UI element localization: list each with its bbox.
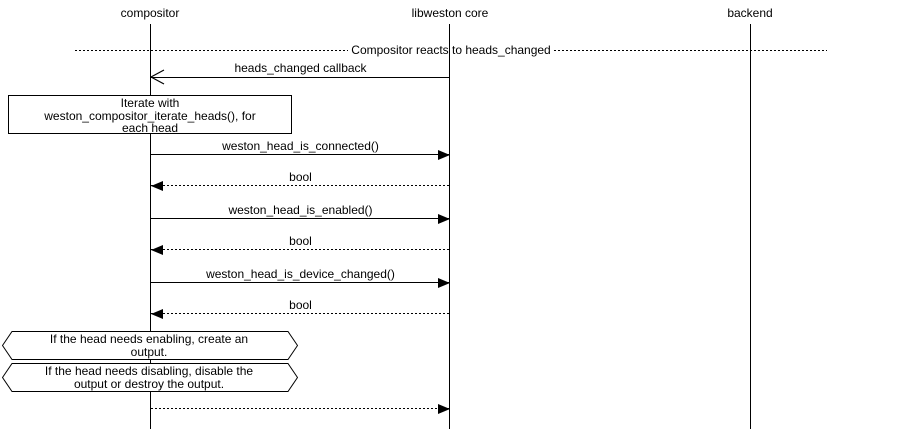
iterate-note-line: Iterate with [120, 96, 180, 110]
lifeline-libweston-core [449, 24, 450, 429]
iterate-note-line: weston_compositor_iterate_heads(), for [44, 108, 256, 123]
arrow-line [151, 218, 450, 219]
divider-compositor-reacts: Compositor reacts to heads_changed [75, 42, 828, 57]
message-label-bool: bool [289, 298, 312, 312]
lifeline-backend [750, 24, 751, 429]
message-label-head-is-connected: weston_head_is_connected() [222, 139, 379, 153]
message-label-head-is-device-changed: weston_head_is_device_changed() [206, 267, 395, 281]
enable-note: If the head needs enabling, create an ou… [8, 333, 290, 359]
disable-note-line: output or destroy the output. [73, 377, 225, 391]
message-label-bool: bool [289, 234, 312, 248]
divider-line-right [553, 49, 828, 51]
filled-arrowhead-right-icon [438, 214, 450, 224]
disable-note-line: If the head needs disabling, disable the [44, 364, 254, 378]
filled-arrowhead-left-icon [151, 309, 163, 319]
participant-label-compositor: compositor [120, 6, 180, 20]
arrow-line [151, 249, 450, 250]
filled-arrowhead-right-icon [438, 404, 450, 414]
disable-note: If the head needs disabling, disable the… [8, 365, 290, 391]
enable-note-shape [2, 331, 298, 360]
filled-arrowhead-right-icon [438, 278, 450, 288]
arrow-line [151, 154, 450, 155]
message-label-bool: bool [289, 170, 312, 184]
filled-arrowhead-left-icon [151, 245, 163, 255]
participant-label-backend: backend [727, 6, 773, 20]
arrow-line [151, 185, 450, 186]
arrow-line [151, 282, 450, 283]
arrow-line [151, 77, 450, 78]
divider-line-left [75, 49, 349, 51]
open-arrowhead-left-icon [150, 69, 165, 85]
arrow-line [151, 408, 450, 409]
participant-label-libweston-core: libweston core [411, 6, 489, 20]
iterate-note: Iterate with weston_compositor_iterate_h… [8, 95, 292, 134]
iterate-note-line: each head [121, 121, 179, 135]
message-label-heads-changed-callback: heads_changed callback [234, 61, 367, 75]
message-label-head-is-enabled: weston_head_is_enabled() [228, 203, 373, 217]
enable-note-line: output. [130, 345, 168, 359]
divider-label: Compositor reacts to heads_changed [351, 42, 551, 57]
lifeline-compositor [150, 24, 151, 429]
arrow-line [151, 313, 450, 314]
filled-arrowhead-right-icon [438, 150, 450, 160]
disable-note-shape [2, 363, 298, 392]
filled-arrowhead-left-icon [151, 181, 163, 191]
enable-note-line: If the head needs enabling, create an [49, 332, 249, 346]
